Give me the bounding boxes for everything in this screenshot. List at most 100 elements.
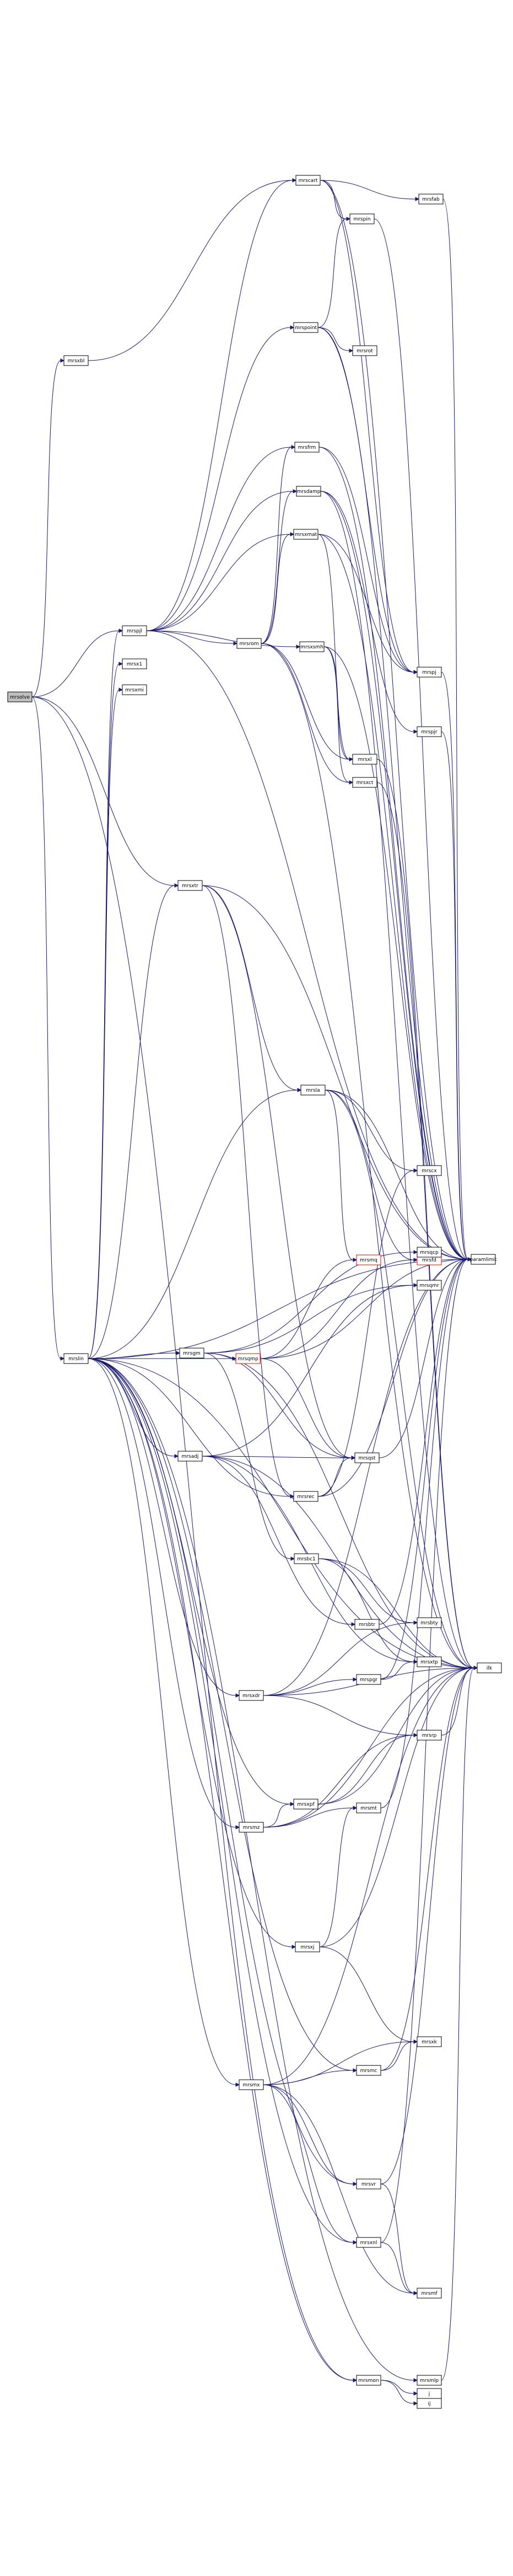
node-mrspin[interactable]: mrspin (349, 213, 375, 224)
node-mrsrp[interactable]: mrsrp (417, 1730, 442, 1741)
node-mrsqst[interactable]: mrsqst (354, 1452, 380, 1463)
edge-mrspoint-to-mrspj (317, 327, 414, 673)
node-mrsxj[interactable]: mrsxj (295, 1941, 320, 1952)
node-root[interactable]: mrsolve (7, 691, 33, 702)
edge-arrowhead (415, 197, 420, 201)
node-mrsqcp[interactable]: mrsqcp (417, 1247, 442, 1258)
node-mrscart[interactable]: mrscart (295, 175, 321, 186)
node-box (417, 667, 442, 678)
node-label: mrsvr (361, 2182, 376, 2187)
node-mrsxct[interactable]: mrsxct (352, 777, 377, 788)
node-mrsgm[interactable]: mrsgm (179, 1348, 204, 1359)
node-mrsrec[interactable]: mrsrec (293, 1491, 318, 1502)
node-mrspj[interactable]: mrspj (417, 667, 442, 678)
edge-mrsvr-to-ilk (380, 1667, 474, 2185)
edge-mrspjl-to-mrsrom (146, 630, 234, 644)
node-mrsfab[interactable]: mrsfab (418, 194, 444, 205)
node-mrsxtr[interactable]: mrsxtr (177, 880, 203, 891)
node-label: mrsmt (360, 1806, 377, 1811)
node-mrsxtp[interactable]: mrsxtp (417, 1656, 442, 1667)
edge-mrspoint-to-paramlimit (317, 327, 468, 1260)
edge-mrslin-to-mrsmz (88, 1358, 236, 1828)
edge-mrslin-to-mrsrec (88, 1358, 291, 1497)
node-box (239, 1822, 264, 1833)
edge-mrsdamp-to-ilk (320, 491, 474, 1668)
node-mrsxsmh[interactable]: mrsxsmh (299, 641, 325, 652)
edge-mrsmt-to-paramlimit (380, 1259, 468, 1808)
edge-mrsrec-to-paramlimit (317, 1259, 468, 1497)
node-mrsmon[interactable]: mrsmon (356, 2375, 381, 2386)
edge-arrowhead (176, 1351, 181, 1355)
node-mrsxmat[interactable]: mrsxmat (293, 529, 318, 540)
node-mrsbty[interactable]: mrsbty (417, 1617, 442, 1628)
node-box (417, 2288, 442, 2299)
node-j[interactable]: j (417, 2388, 442, 2399)
edge-mrslin-to-mrsxnl (88, 1358, 354, 2243)
node-mrsmq[interactable]: mrsmq (356, 1254, 381, 1265)
node-box (294, 1553, 319, 1564)
node-paramlimit[interactable]: paramlimit (469, 1254, 497, 1265)
node-mrsvr[interactable]: mrsvr (356, 2178, 381, 2189)
edge-arrowhead (118, 662, 123, 666)
node-mrspgr[interactable]: mrspgr (356, 1674, 381, 1685)
node-label: mrsxmi (125, 688, 144, 693)
edge-arrowhead (290, 325, 295, 330)
edge-arrowhead (413, 1733, 418, 1737)
edge-mrsbc1-to-mrsxtp (318, 1558, 414, 1662)
edge-arrowhead (413, 670, 418, 674)
node-mrsrom[interactable]: mrsrom (236, 638, 262, 649)
node-mrspjl[interactable]: mrspjl (122, 625, 147, 636)
edge-mrslin-to-mrsmlp (88, 1358, 414, 2381)
edge-arrowhead (353, 1677, 358, 1682)
edge-mrslin-to-mrsvr (88, 1358, 354, 2185)
node-mrsbtr[interactable]: mrsbtr (354, 1619, 380, 1630)
node-box (417, 2036, 442, 2047)
node-mrspoint[interactable]: mrspoint (293, 322, 318, 333)
node-label: mrsla (306, 1088, 320, 1093)
node-mrsdamp[interactable]: mrsdamp (296, 486, 321, 497)
node-mrspjr[interactable]: mrspjr (417, 726, 442, 737)
edge-mrspin-to-paramlimit (374, 218, 468, 1260)
node-ij[interactable]: ij (417, 2398, 442, 2409)
edge-mrspjl-to-mrscart (146, 180, 293, 631)
edge-mrsla-to-paramlimit (325, 1090, 468, 1260)
node-mrslin[interactable]: mrslin (63, 1353, 89, 1364)
node-mrsxl[interactable]: mrsxl (352, 754, 377, 765)
node-mrsxpf[interactable]: mrsxpf (293, 1799, 318, 1810)
edge-arrowhead (293, 489, 298, 493)
node-mrsrot[interactable]: mrsrot (352, 345, 377, 356)
node-label: mrsxbl (68, 358, 85, 364)
node-mrsxk[interactable]: mrsxk (417, 2036, 442, 2047)
edge-mrsmz-to-mrsrp (263, 1735, 414, 1828)
node-mrsmz[interactable]: mrsmz (239, 1822, 264, 1833)
node-label: mrsmon (358, 2378, 379, 2384)
node-mrsxmi[interactable]: mrsxmi (122, 684, 147, 695)
node-mrsmf[interactable]: mrsmf (417, 2288, 442, 2299)
node-label: mrsmc (360, 2068, 377, 2074)
edge-mrsmon-to-j (380, 2380, 414, 2394)
node-mrsfrm[interactable]: mrsfrm (294, 442, 320, 453)
node-mrsqmp[interactable]: mrsqmp (235, 1353, 261, 1364)
edge-arrowhead (349, 757, 354, 761)
edge-mrscart-to-mrspin (320, 180, 347, 219)
node-ilk[interactable]: ilk (477, 1662, 502, 1673)
node-mrsqmr[interactable]: mrsqmr (417, 1280, 442, 1291)
node-mrsxbl[interactable]: mrsxbl (63, 355, 89, 366)
edge-mrsgm-to-mrsqst (203, 1353, 352, 1458)
node-mrsmc[interactable]: mrsmc (356, 2065, 381, 2076)
node-mrscx[interactable]: mrscx (417, 1165, 442, 1176)
node-mrsmt[interactable]: mrsmt (356, 1802, 381, 1813)
node-mrsadj[interactable]: mrsadj (177, 1451, 203, 1462)
node-mrsxdr[interactable]: mrsxdr (239, 1690, 264, 1701)
node-mrsx1[interactable]: mrsx1 (122, 658, 147, 669)
edge-arrowhead (473, 1666, 478, 1670)
node-mrsla[interactable]: mrsla (300, 1085, 326, 1096)
node-mrsbc1[interactable]: mrsbc1 (294, 1553, 319, 1564)
node-mrsmlp[interactable]: mrsmlp (417, 2375, 442, 2386)
node-mrsmx[interactable]: mrsmx (239, 2079, 264, 2090)
node-mrsxnl[interactable]: mrsxnl (356, 2237, 381, 2248)
edge-arrowhead (413, 2401, 418, 2406)
edge-mrsfab-to-paramlimit (442, 198, 468, 1260)
node-box (356, 1802, 381, 1813)
